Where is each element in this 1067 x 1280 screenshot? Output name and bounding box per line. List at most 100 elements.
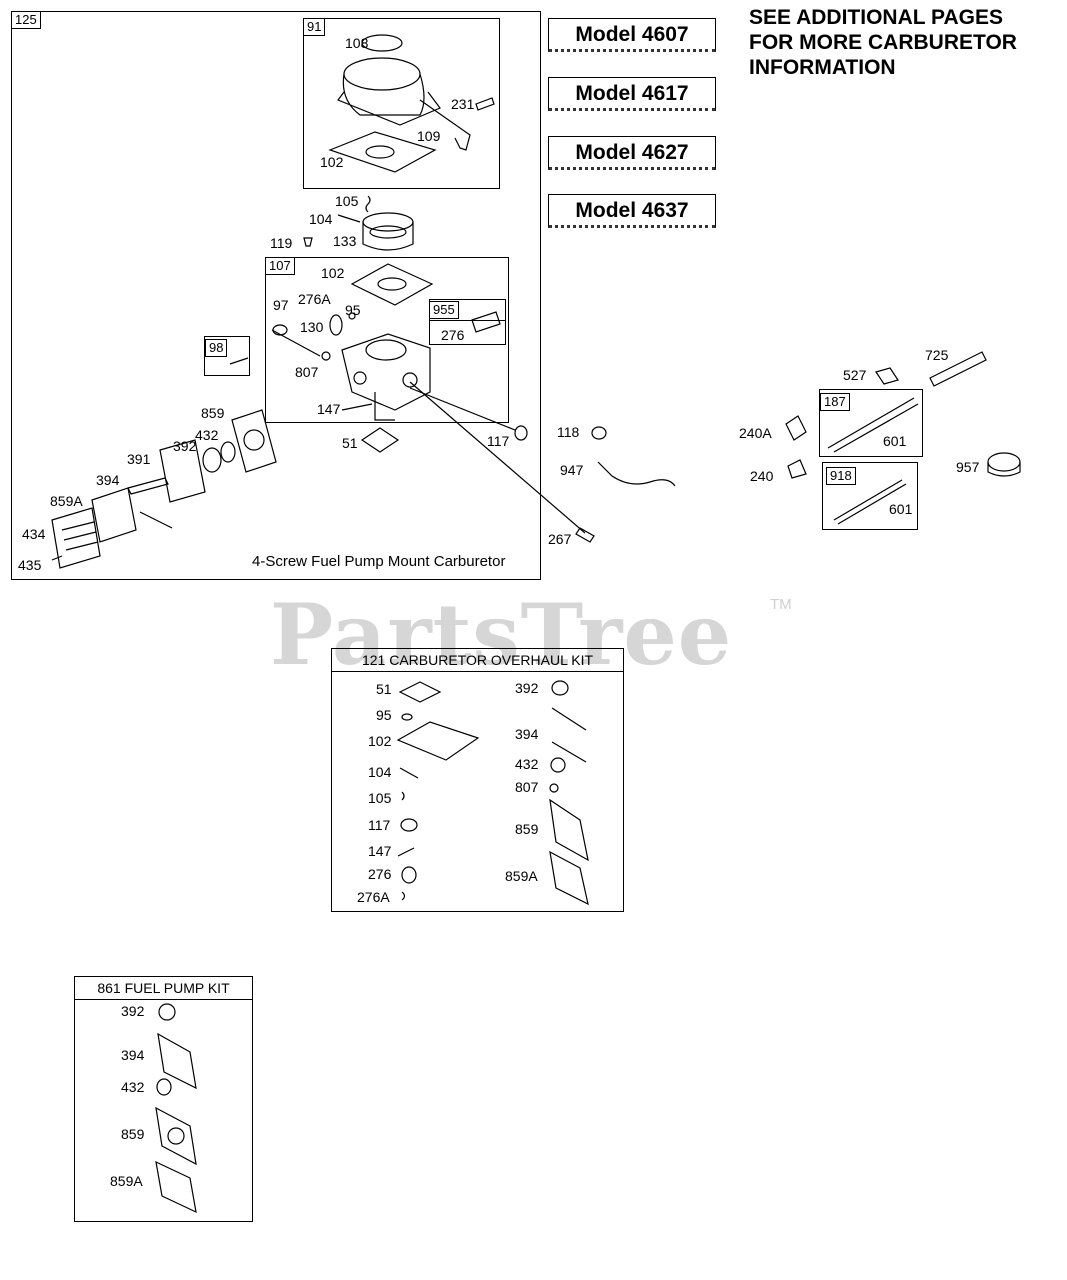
sub-assembly-98-frame [204,336,250,376]
sub-assembly-955-frame [429,299,506,345]
part-label-432[interactable]: 432 [195,427,219,443]
part-label-276[interactable]: 276 [441,327,465,343]
tube-187-drawing [827,397,915,449]
fitting-117-drawing [514,425,528,441]
trademark-mark: TM [770,596,792,613]
kit-label-859A[interactable]: 859A [505,868,538,884]
part-label-102-mid[interactable]: 102 [321,265,345,281]
kit-label-859[interactable]: 859 [515,821,539,837]
part-label-434[interactable]: 434 [22,526,46,542]
kit-label-51[interactable]: 51 [376,681,392,697]
part-label-391[interactable]: 391 [127,451,151,467]
overhaul-kit-drawings [396,680,589,906]
part-label-108[interactable]: 108 [345,35,369,51]
tube-918-drawing [833,479,903,521]
carburetor-body-drawing [229,263,501,421]
ref-125-tag[interactable]: 125 [11,11,41,29]
sub-assembly-918-frame [822,462,918,530]
part-label-527[interactable]: 527 [843,367,867,383]
choke-parts-drawing [303,195,414,251]
cap-957-drawing [987,452,1021,472]
part-label-231[interactable]: 231 [451,96,475,112]
leader-line-267 [409,381,586,534]
kit-label-276A[interactable]: 276A [357,889,390,905]
ref-98-tag[interactable]: 98 [205,339,228,357]
kit-label-95[interactable]: 95 [376,707,392,723]
part-label-601-187[interactable]: 601 [883,433,907,449]
gasket-51-drawing [360,427,400,453]
sub-955-divider [429,320,506,321]
part-label-133[interactable]: 133 [333,233,357,249]
fuel-pump-kit-title: 861 FUEL PUMP KIT [75,977,252,1000]
fitting-118-drawing [591,426,607,440]
part-label-147[interactable]: 147 [317,401,341,417]
part-label-95[interactable]: 95 [345,302,361,318]
sub-assembly-187-frame [819,389,923,457]
part-label-102-top[interactable]: 102 [320,154,344,170]
part-label-859A[interactable]: 859A [50,493,83,509]
part-label-97[interactable]: 97 [273,297,289,313]
kit-label-432[interactable]: 432 [515,756,539,772]
part-label-240[interactable]: 240 [750,468,774,484]
overhaul-kit-frame: 121 CARBURETOR OVERHAUL KIT [331,648,624,912]
sub-assembly-107-frame [265,257,509,423]
kit-label-104[interactable]: 104 [368,764,392,780]
note-line-3: INFORMATION [749,56,896,79]
pump-kit-label-392[interactable]: 392 [121,1003,145,1019]
pump-kit-label-859[interactable]: 859 [121,1126,145,1142]
model-4607-label: Model 4607 [548,18,716,52]
kit-label-117[interactable]: 117 [368,817,391,833]
part-label-109[interactable]: 109 [417,128,441,144]
ref-955-tag[interactable]: 955 [429,301,459,319]
part-label-117[interactable]: 117 [487,433,510,449]
additional-pages-note: SEE ADDITIONAL PAGES FOR MORE CARBURETOR… [749,5,1017,80]
part-label-392[interactable]: 392 [173,438,197,454]
kit-label-276[interactable]: 276 [368,866,392,882]
kit-label-394[interactable]: 394 [515,726,539,742]
part-label-394[interactable]: 394 [96,472,120,488]
screw-267-drawing [575,527,595,543]
kit-label-147[interactable]: 147 [368,843,392,859]
pump-kit-label-432[interactable]: 432 [121,1079,145,1095]
fuel-pump-kit-drawings [155,1003,197,1214]
model-4617-label: Model 4617 [548,77,716,111]
part-label-130[interactable]: 130 [300,319,324,335]
part-label-435[interactable]: 435 [18,557,42,573]
overhaul-kit-title: 121 CARBURETOR OVERHAUL KIT [332,649,623,672]
kit-label-102[interactable]: 102 [368,733,392,749]
part-label-105[interactable]: 105 [335,193,359,209]
kit-label-807[interactable]: 807 [515,779,539,795]
clip-527-drawing [875,367,899,385]
parts-tree-watermark: PartsTree [270,585,733,684]
ref-107-tag[interactable]: 107 [265,257,295,275]
kit-label-392[interactable]: 392 [515,680,539,696]
note-line-2: FOR MORE CARBURETOR [749,31,1017,54]
part-label-957[interactable]: 957 [956,459,980,475]
pump-kit-label-859A[interactable]: 859A [110,1173,143,1189]
ref-187-tag[interactable]: 187 [820,393,850,411]
kit-label-105[interactable]: 105 [368,790,392,806]
main-assembly-frame [11,11,541,580]
leader-line-117 [409,387,516,431]
part-label-947[interactable]: 947 [560,462,584,478]
pump-kit-label-394[interactable]: 394 [121,1047,145,1063]
part-label-859[interactable]: 859 [201,405,225,421]
note-line-1: SEE ADDITIONAL PAGES [749,6,1003,29]
part-label-601-918[interactable]: 601 [889,501,913,517]
part-label-240A[interactable]: 240A [739,425,772,441]
part-label-807[interactable]: 807 [295,364,319,380]
part-label-267[interactable]: 267 [548,531,572,547]
part-label-51[interactable]: 51 [342,435,358,451]
part-label-118[interactable]: 118 [557,424,580,440]
part-label-119[interactable]: 119 [270,235,293,251]
part-label-104[interactable]: 104 [309,211,333,227]
part-label-725[interactable]: 725 [925,347,949,363]
sub-assembly-91-frame [303,18,500,189]
ref-918-tag[interactable]: 918 [826,467,856,485]
part-label-276A[interactable]: 276A [298,291,331,307]
air-cleaner-cover-drawing [328,34,495,173]
ref-91-tag[interactable]: 91 [303,18,326,36]
model-4627-label: Model 4627 [548,136,716,170]
model-4637-label: Model 4637 [548,194,716,228]
